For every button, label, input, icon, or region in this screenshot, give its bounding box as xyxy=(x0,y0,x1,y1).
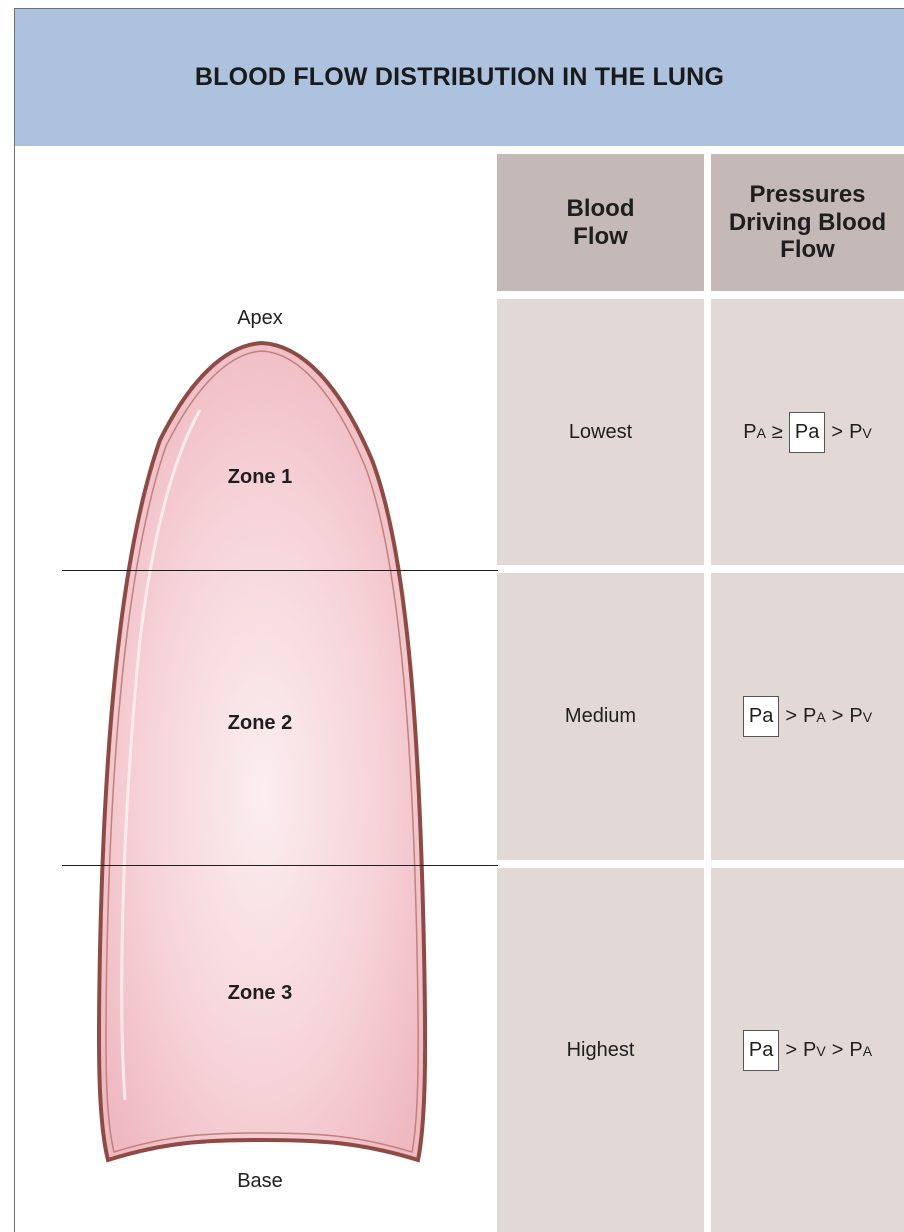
operator: > xyxy=(832,1039,844,1062)
pressure-term: PV xyxy=(849,421,872,444)
operator: > xyxy=(785,705,797,728)
pressure-symbol: P xyxy=(849,1039,862,1061)
column-header-pressures-line-2: Driving Blood xyxy=(729,209,886,237)
column-header-blood-flow-line-2: Flow xyxy=(567,223,635,251)
pressure-subscript: A xyxy=(757,425,766,441)
pressure-term: PV xyxy=(803,1039,826,1062)
flow-value-zone-3: Highest xyxy=(567,1039,635,1062)
boxed-pressure-term: Pa xyxy=(789,412,825,453)
pressure-formula-zone-1: PA≥Pa>PV xyxy=(743,412,872,453)
boxed-pressure-term: Pa xyxy=(743,696,779,737)
pressure-symbol: P xyxy=(803,1039,816,1061)
pressure-symbol: Pa xyxy=(795,421,819,443)
pressure-term: PA xyxy=(743,421,766,444)
cell-flow-zone-1: Lowest xyxy=(497,299,704,565)
zone-divider-2-3 xyxy=(62,865,498,866)
pressure-subscript: A xyxy=(863,1043,872,1059)
pressure-term: PA xyxy=(803,705,826,728)
column-header-blood-flow-line-1: Blood xyxy=(567,195,635,223)
cell-flow-zone-3: Highest xyxy=(497,868,704,1232)
flow-value-zone-1: Lowest xyxy=(569,421,632,444)
pressure-subscript: V xyxy=(816,1043,825,1059)
pressure-term: PV xyxy=(849,705,872,728)
zone-2-label: Zone 2 xyxy=(200,712,320,735)
column-header-pressures: Pressures Driving Blood Flow xyxy=(711,154,904,291)
pressure-symbol: Pa xyxy=(749,705,773,727)
pressure-subscript: V xyxy=(862,425,871,441)
boxed-pressure-term: Pa xyxy=(743,1030,779,1071)
operator: ≥ xyxy=(772,421,783,444)
pressure-subscript: V xyxy=(863,709,872,725)
apex-label: Apex xyxy=(200,307,320,330)
cell-pressure-zone-1: PA≥Pa>PV xyxy=(711,299,904,565)
cell-pressure-zone-2: Pa>PA>PV xyxy=(711,573,904,860)
pressure-subscript: A xyxy=(816,709,825,725)
cell-flow-zone-2: Medium xyxy=(497,573,704,860)
flow-value-zone-2: Medium xyxy=(565,705,636,728)
zone-divider-1-2 xyxy=(62,570,498,571)
operator: > xyxy=(785,1039,797,1062)
column-header-pressures-line-1: Pressures xyxy=(729,181,886,209)
column-header-blood-flow: Blood Flow xyxy=(497,154,704,291)
pressure-symbol: P xyxy=(803,705,816,727)
pressure-formula-zone-3: Pa>PV>PA xyxy=(743,1030,872,1071)
lung-illustration xyxy=(0,0,500,1232)
operator: > xyxy=(832,705,844,728)
cell-pressure-zone-3: Pa>PV>PA xyxy=(711,868,904,1232)
zone-1-label: Zone 1 xyxy=(200,466,320,489)
pressure-symbol: P xyxy=(849,705,862,727)
zone-3-label: Zone 3 xyxy=(200,982,320,1005)
pressure-symbol: P xyxy=(849,421,862,443)
column-header-pressures-line-3: Flow xyxy=(729,236,886,264)
pressure-symbol: P xyxy=(743,421,756,443)
base-label: Base xyxy=(200,1170,320,1193)
pressure-term: PA xyxy=(849,1039,872,1062)
pressure-formula-zone-2: Pa>PA>PV xyxy=(743,696,872,737)
operator: > xyxy=(831,421,843,444)
pressure-symbol: Pa xyxy=(749,1039,773,1061)
